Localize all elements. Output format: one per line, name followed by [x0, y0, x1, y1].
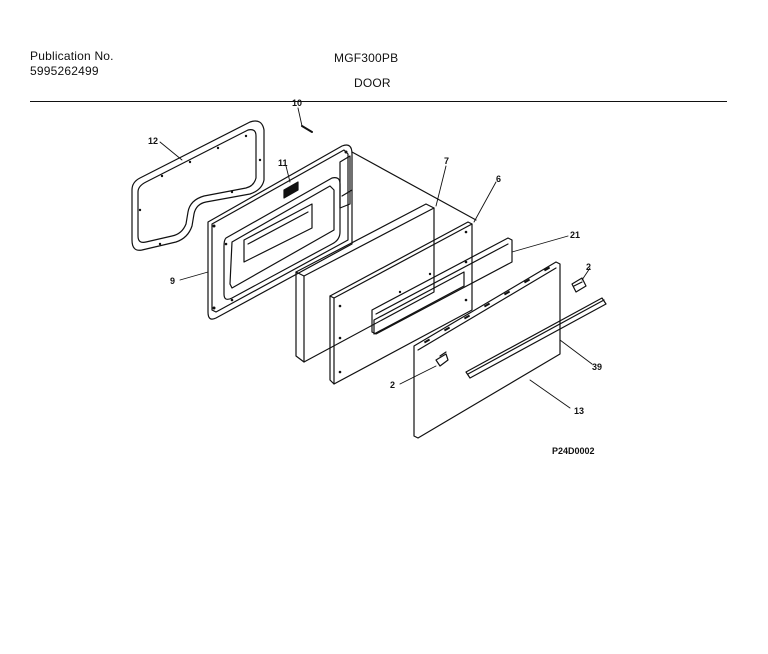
callout-10: 10: [292, 98, 302, 108]
door-gasket-part: [131, 120, 265, 251]
door-inner-panel-part: [329, 221, 473, 385]
door-glass-panel-part: [371, 237, 513, 335]
figure-code: P24D0002: [552, 446, 595, 456]
handle-end-cap-left: [435, 351, 449, 367]
callout-21: 21: [570, 230, 580, 240]
publication-number: 5995262499: [30, 64, 99, 78]
outer-door-panel-part: [413, 261, 561, 439]
callout-9: 9: [170, 276, 175, 286]
callout-13: 13: [574, 406, 584, 416]
assembly-guide-line: [351, 151, 477, 221]
callout-2-right: 2: [586, 262, 591, 272]
callout-6: 6: [496, 174, 501, 184]
callout-leaders: [159, 107, 593, 409]
handle-end-cap-right: [571, 277, 587, 293]
section-title: DOOR: [354, 76, 391, 90]
model-number: MGF300PB: [334, 51, 399, 65]
callout-39: 39: [592, 362, 602, 372]
publication-label: Publication No.: [30, 49, 114, 63]
door-liner-part: [207, 144, 353, 320]
callout-7: 7: [444, 156, 449, 166]
screw-part: [301, 125, 313, 133]
callout-2-left: 2: [390, 380, 395, 390]
door-handle-part: [465, 297, 607, 379]
header-divider: [30, 101, 727, 102]
callout-11: 11: [278, 158, 288, 168]
callout-12: 12: [148, 136, 158, 146]
door-insulation-part: [295, 203, 435, 363]
